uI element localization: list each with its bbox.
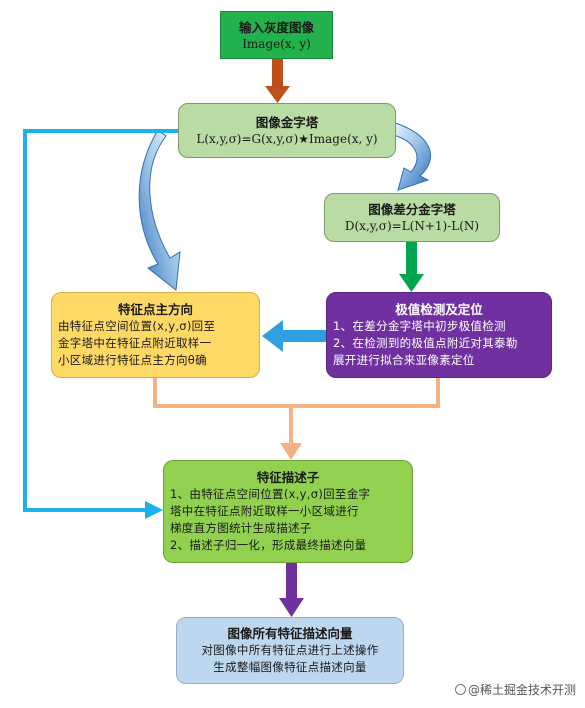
arrow-extrema-to-orientation	[262, 320, 326, 352]
node-text-line: 塔中在特征点附近取样一小区域进行	[170, 504, 359, 518]
extrema-detection-node: 极值检测及定位 1、在差分金字塔中初步极值检测 2、在检测到的极值点附近对其泰勒…	[326, 292, 552, 378]
curved-arrow-pyramid-to-orientation	[138, 129, 181, 291]
node-title: 图像金字塔	[255, 115, 319, 130]
node-text-line: 展开进行拟合来亚像素定位	[333, 353, 475, 367]
input-image-node: 输入灰度图像 Image(x, y)	[220, 11, 333, 59]
node-title: 输入灰度图像	[238, 19, 314, 35]
watermark-text: @稀土掘金技术开测	[468, 683, 577, 697]
watermark: @稀土掘金技术开测	[455, 681, 576, 698]
node-text-line: 1、在差分金字塔中初步极值检测	[333, 319, 506, 333]
node-text-line: 生成整幅图像特征点描述向量	[213, 660, 367, 674]
node-text-line: 2、描述子归一化，形成最终描述向量	[170, 538, 367, 552]
output-vectors-node: 图像所有特征描述向量 对图像中所有特征点进行上述操作 生成整幅图像特征点描述向量	[176, 617, 404, 684]
node-text-line: 金字塔中在特征点附近取样一	[58, 336, 212, 350]
node-formula: D(x,y,σ)=L(N+1)-L(N)	[344, 219, 480, 233]
node-formula: Image(x, y)	[242, 36, 311, 51]
arrow-dog-to-extrema	[399, 242, 424, 292]
node-title: 特征描述子	[256, 470, 320, 485]
node-title: 图像所有特征描述向量	[227, 626, 353, 641]
node-title: 极值检测及定位	[395, 302, 483, 317]
node-formula: L(x,y,σ)=G(x,y,σ)★Image(x, y)	[196, 132, 378, 146]
merge-arrowhead	[280, 443, 302, 460]
line-pyramid-to-descriptor	[23, 129, 178, 519]
image-pyramid-node: 图像金字塔 L(x,y,σ)=G(x,y,σ)★Image(x, y)	[178, 103, 396, 158]
arrow-descriptor-to-output	[279, 563, 304, 617]
orientation-node: 特征点主方向 由特征点空间位置(x,y,σ)回至 金字塔中在特征点附近取样一 小…	[51, 292, 260, 378]
node-text-line: 小区域进行特征点主方向θ确	[58, 353, 207, 367]
descriptor-node: 特征描述子 1、由特征点空间位置(x,y,σ)回至金字 塔中在特征点附近取样一小…	[163, 460, 413, 563]
dog-pyramid-node: 图像差分金字塔 D(x,y,σ)=L(N+1)-L(N)	[324, 193, 500, 242]
node-text-line: 由特征点空间位置(x,y,σ)回至	[58, 319, 216, 333]
merge-to-descriptor	[153, 378, 440, 444]
node-text-line: 梯度直方图统计生成描述子	[170, 521, 312, 535]
watermark-icon	[455, 684, 466, 695]
arrow-input-to-pyramid	[265, 59, 290, 103]
curved-arrow-pyramid-to-dog	[385, 121, 431, 191]
node-text-line: 1、由特征点空间位置(x,y,σ)回至金字	[170, 487, 371, 501]
node-title: 特征点主方向	[117, 302, 193, 317]
node-title: 图像差分金字塔	[368, 202, 456, 217]
node-text-line: 对图像中所有特征点进行上述操作	[201, 643, 379, 657]
node-text-line: 2、在检测到的极值点附近对其泰勒	[333, 336, 518, 350]
